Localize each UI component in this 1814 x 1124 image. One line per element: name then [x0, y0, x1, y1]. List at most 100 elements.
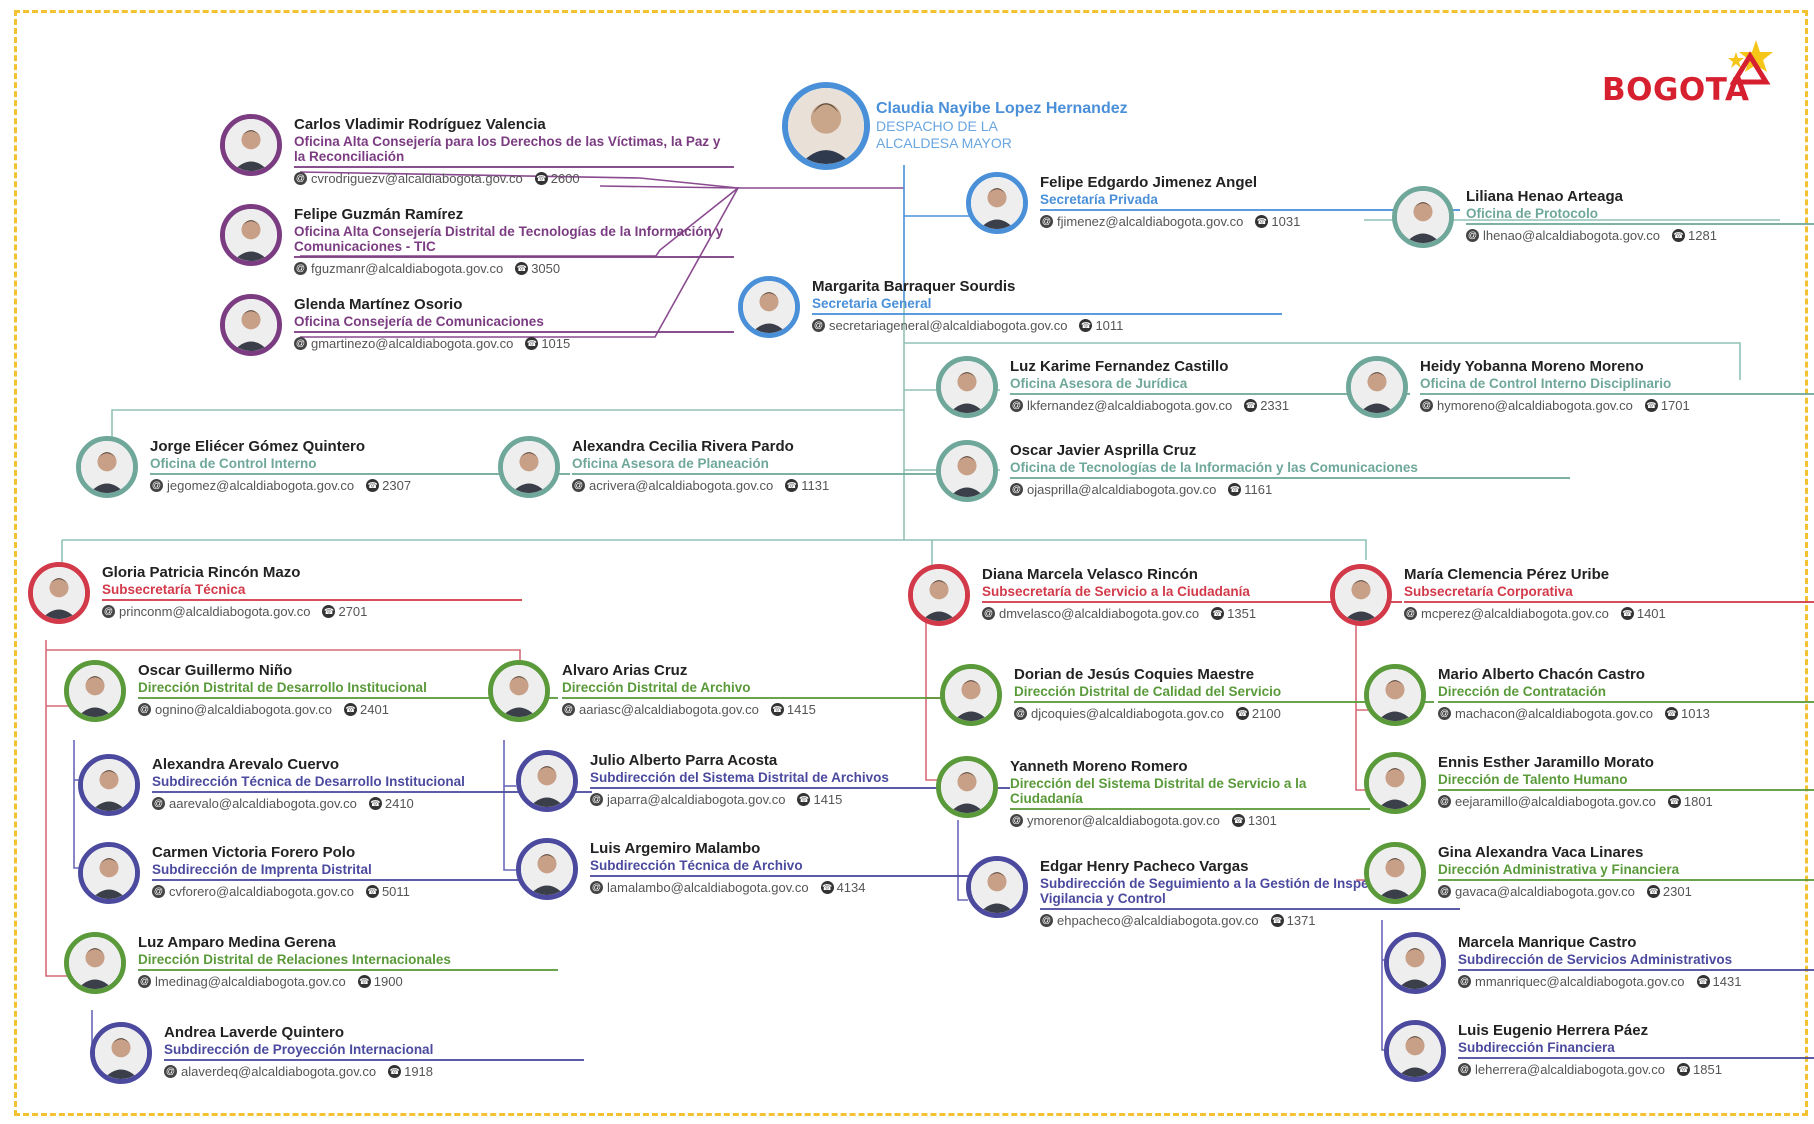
email-icon: @ — [982, 606, 995, 620]
contact-row: @leherrera@alcaldiabogota.gov.co☎1851 — [1458, 1062, 1814, 1077]
email-icon: @ — [1040, 214, 1053, 228]
role-underline — [138, 697, 558, 699]
avatar — [78, 842, 140, 904]
avatar — [1346, 356, 1408, 418]
email-icon: @ — [152, 884, 165, 898]
person-email[interactable]: cvrodriguezv@alcaldiabogota.gov.co — [311, 170, 523, 186]
person-photo-icon — [971, 861, 1023, 913]
person-email[interactable]: aariasc@alcaldiabogota.gov.co — [579, 701, 759, 717]
person-name: Marcela Manrique Castro — [1458, 934, 1637, 951]
person-email[interactable]: aarevalo@alcaldiabogota.gov.co — [169, 795, 357, 811]
person-photo-icon — [493, 665, 545, 717]
phone-icon: ☎ — [1667, 794, 1681, 808]
email-icon: @ — [1438, 706, 1451, 720]
person-email[interactable]: mmanriquec@alcaldiabogota.gov.co — [1475, 973, 1685, 989]
avatar — [1392, 186, 1454, 248]
person-role: Oficina Alta Consejería para los Derecho… — [294, 134, 721, 164]
person-role: Subsecretaría Técnica — [102, 582, 246, 597]
person-email[interactable]: mcperez@alcaldiabogota.gov.co — [1421, 605, 1609, 621]
phone-icon: ☎ — [1646, 884, 1660, 898]
person-email[interactable]: djcoquies@alcaldiabogota.gov.co — [1031, 705, 1224, 721]
person-name: Liliana Henao Arteaga — [1466, 188, 1623, 205]
person-email[interactable]: gavaca@alcaldiabogota.gov.co — [1455, 883, 1635, 899]
phone-icon: ☎ — [1672, 228, 1686, 242]
person-extension: 2401 — [360, 701, 389, 717]
person-role: Subdirección Técnica de Desarrollo Insti… — [152, 774, 465, 789]
person-email[interactable]: cvforero@alcaldiabogota.gov.co — [169, 883, 354, 899]
contact-row: @alaverdeq@alcaldiabogota.gov.co☎1918 — [164, 1064, 584, 1079]
email-icon: @ — [562, 702, 575, 716]
person-role: Dirección de Contratación — [1438, 684, 1607, 699]
contact-row: @mcperez@alcaldiabogota.gov.co☎1401 — [1404, 606, 1814, 621]
person-email[interactable]: ymorenor@alcaldiabogota.gov.co — [1027, 812, 1220, 828]
person-role: Subdirección de Proyección Internacional — [164, 1042, 434, 1057]
avatar — [738, 276, 800, 338]
person-photo-icon — [1335, 569, 1387, 621]
person-email[interactable]: ojasprilla@alcaldiabogota.gov.co — [1027, 481, 1217, 497]
person-photo-icon — [1369, 757, 1421, 809]
person-extension: 4134 — [836, 879, 866, 895]
email-icon: @ — [1458, 974, 1471, 988]
person-photo-icon — [83, 759, 135, 811]
person-photo-icon — [971, 177, 1023, 229]
person-email[interactable]: lmedinag@alcaldiabogota.gov.co — [155, 973, 346, 989]
email-icon: @ — [150, 478, 163, 492]
contact-row: @djcoquies@alcaldiabogota.gov.co☎2100 — [1014, 706, 1434, 721]
person-email[interactable]: hymoreno@alcaldiabogota.gov.co — [1437, 397, 1633, 413]
person-email[interactable]: gmartinezo@alcaldiabogota.gov.co — [311, 335, 514, 351]
person-email[interactable]: secretariageneral@alcaldiabogota.gov.co — [829, 317, 1068, 333]
person-email[interactable]: eejaramillo@alcaldiabogota.gov.co — [1455, 793, 1656, 809]
email-icon: @ — [164, 1064, 177, 1078]
bogota-logo: BOGOTA — [1602, 38, 1780, 122]
person-email[interactable]: lamalambo@alcaldiabogota.gov.co — [607, 879, 809, 895]
role-underline — [1438, 879, 1814, 881]
person-email[interactable]: japarra@alcaldiabogota.gov.co — [607, 791, 786, 807]
email-icon: @ — [1404, 606, 1417, 620]
person-role: Subdirección Financiera — [1458, 1040, 1615, 1055]
person-email[interactable]: leherrera@alcaldiabogota.gov.co — [1475, 1061, 1666, 1077]
person-email[interactable]: ehpacheco@alcaldiabogota.gov.co — [1057, 912, 1259, 928]
person-extension: 2100 — [1251, 705, 1281, 721]
phone-icon: ☎ — [1644, 398, 1658, 412]
person-email[interactable]: machacon@alcaldiabogota.gov.co — [1455, 705, 1653, 721]
person-email[interactable]: fguzmanr@alcaldiabogota.gov.co — [311, 260, 504, 276]
person-photo-icon — [83, 847, 135, 899]
person-email[interactable]: jegomez@alcaldiabogota.gov.co — [167, 477, 355, 493]
person-email[interactable]: fjimenez@alcaldiabogota.gov.co — [1057, 213, 1244, 229]
person-email[interactable]: lhenao@alcaldiabogota.gov.co — [1483, 227, 1661, 243]
person-photo-icon — [1397, 191, 1449, 243]
person-email[interactable]: acrivera@alcaldiabogota.gov.co — [589, 477, 774, 493]
person-email[interactable]: princonm@alcaldiabogota.gov.co — [119, 603, 311, 619]
role-underline — [1010, 393, 1410, 395]
person-role: Subdirección Técnica de Archivo — [590, 858, 803, 873]
role-underline — [138, 969, 558, 971]
avatar — [516, 750, 578, 812]
email-icon: @ — [1438, 794, 1451, 808]
person-email[interactable]: dmvelasco@alcaldiabogota.gov.co — [999, 605, 1200, 621]
person-photo-icon — [941, 445, 993, 497]
person-extension: 1415 — [786, 701, 816, 717]
email-icon: @ — [102, 604, 115, 618]
contact-row: @secretariageneral@alcaldiabogota.gov.co… — [812, 318, 1282, 333]
person-email[interactable]: lkfernandez@alcaldiabogota.gov.co — [1027, 397, 1233, 413]
stars-icon — [1728, 40, 1773, 85]
person-role: Dirección del Sistema Distrital de Servi… — [1010, 776, 1307, 806]
person-extension: 2301 — [1662, 883, 1692, 899]
person-role: Oficina de Control Interno Disciplinario — [1420, 376, 1672, 391]
person-name: Mario Alberto Chacón Castro — [1438, 666, 1645, 683]
person-photo-icon — [1389, 937, 1441, 989]
person-email[interactable]: ognino@alcaldiabogota.gov.co — [155, 701, 333, 717]
person-extension: 1900 — [373, 973, 403, 989]
role-underline — [562, 697, 942, 699]
email-icon: @ — [572, 478, 585, 492]
person-email[interactable]: alaverdeq@alcaldiabogota.gov.co — [181, 1063, 377, 1079]
person-extension: 1431 — [1712, 973, 1742, 989]
